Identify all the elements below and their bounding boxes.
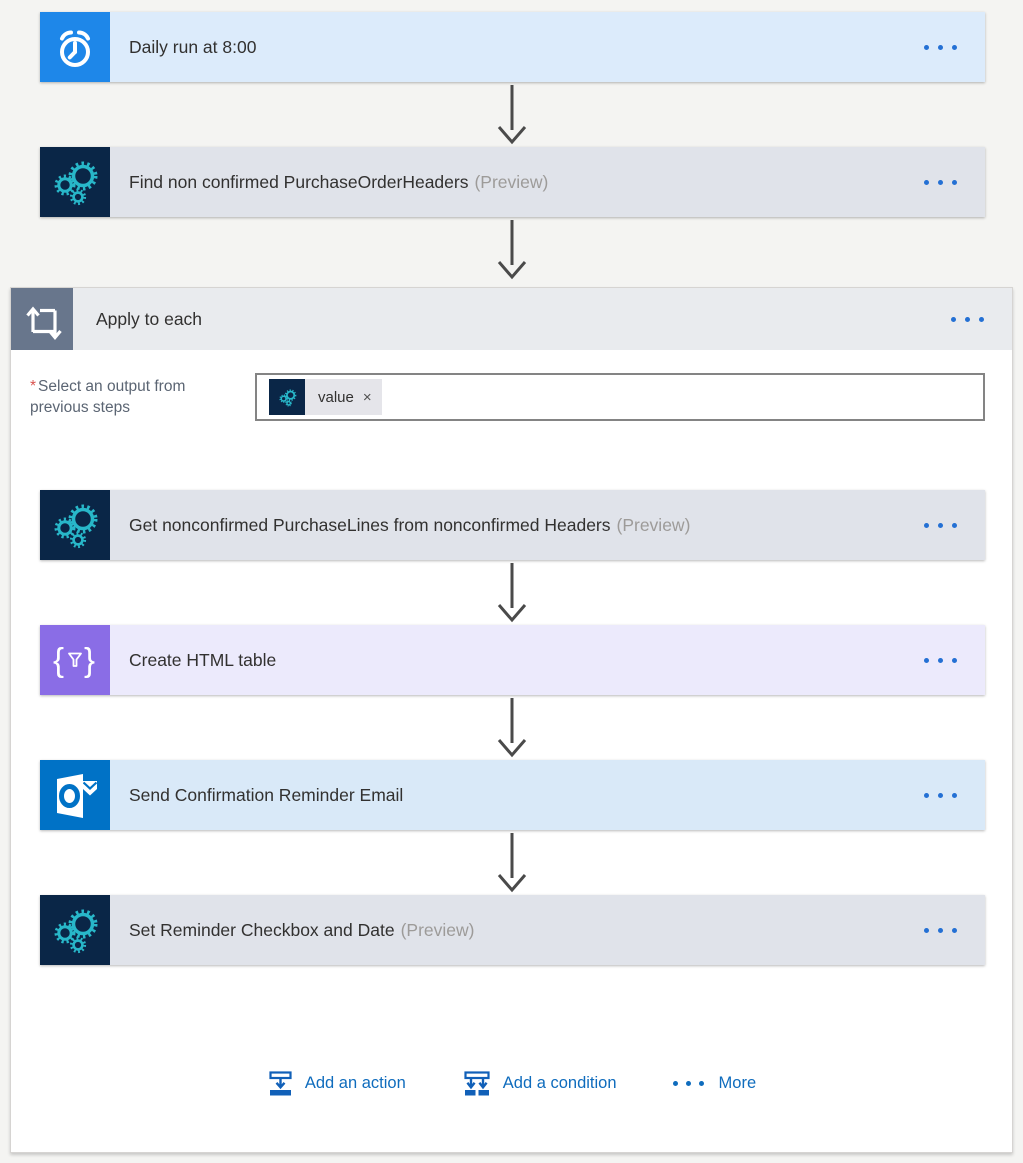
arrow-down-icon [0,82,1023,147]
select-output-row: *Select an output from previous steps [11,373,1012,421]
arrow-down-icon [11,560,1012,625]
preview-badge: (Preview) [616,514,691,535]
add-condition-icon [464,1071,490,1096]
more-button[interactable]: More [672,1073,757,1093]
svg-text:{: { [53,641,64,678]
action-title: Get nonconfirmed PurchaseLines from nonc… [129,514,611,535]
dynamics-gears-icon [40,147,110,217]
add-action-label: Add an action [304,1073,406,1092]
arrow-down-icon [0,217,1023,282]
select-output-input[interactable]: value × [255,373,985,421]
required-marker: * [30,378,37,395]
outlook-icon [40,760,110,830]
action-card-create-html-table[interactable]: { } Create HTML table [40,625,985,695]
preview-badge: (Preview) [474,171,549,192]
action-card-send-email[interactable]: Send Confirmation Reminder Email [40,760,985,830]
more-ellipsis-icon [672,1080,704,1086]
dynamics-gears-icon [269,379,305,415]
arrow-down-icon [11,830,1012,895]
action-title: Create HTML table [129,649,277,670]
preview-badge: (Preview) [400,919,475,940]
action-title: Set Reminder Checkbox and Date [129,919,395,940]
token-remove-icon[interactable]: × [362,388,372,406]
scope-title: Apply to each [96,308,203,329]
action-card-set-reminder[interactable]: Set Reminder Checkbox and Date (Preview) [40,895,985,965]
arrow-down-icon [11,695,1012,760]
svg-text:}: } [84,641,95,678]
dynamics-gears-icon [40,895,110,965]
add-condition-label: Add a condition [502,1073,617,1092]
token-label: value [318,388,354,406]
card-menu-ellipsis-icon[interactable] [922,648,959,673]
action-title: Send Confirmation Reminder Email [129,784,404,805]
loop-icon [11,288,73,350]
dynamics-gears-icon [40,490,110,560]
card-menu-ellipsis-icon[interactable] [922,918,959,943]
trigger-card-daily-run[interactable]: Daily run at 8:00 [40,12,985,82]
apply-to-each-header[interactable]: Apply to each [11,288,1012,350]
apply-to-each-scope: Apply to each *Select an output from pre… [10,287,1013,1153]
more-label: More [718,1073,757,1092]
apply-to-each-body: *Select an output from previous steps [11,350,1012,1152]
action-title: Find non confirmed PurchaseOrderHeaders [129,171,469,192]
braces-funnel-icon: { } [40,625,110,695]
value-token[interactable]: value × [269,379,382,415]
trigger-menu-ellipsis-icon[interactable] [922,35,959,60]
trigger-title: Daily run at 8:00 [129,36,257,57]
add-action-icon [269,1071,292,1096]
scope-footer: Add an action Add a condition [11,1069,1012,1097]
select-output-label: *Select an output from previous steps [30,378,186,416]
scope-menu-ellipsis-icon[interactable] [949,307,986,332]
recurrence-alarm-clock-icon [40,12,110,82]
add-action-button[interactable]: Add an action [267,1069,406,1097]
add-condition-button[interactable]: Add a condition [462,1069,617,1097]
action-card-get-lines[interactable]: Get nonconfirmed PurchaseLines from nonc… [40,490,985,560]
card-menu-ellipsis-icon[interactable] [922,170,959,195]
action-card-find-headers[interactable]: Find non confirmed PurchaseOrderHeaders … [40,147,985,217]
card-menu-ellipsis-icon[interactable] [922,513,959,538]
card-menu-ellipsis-icon[interactable] [922,783,959,808]
